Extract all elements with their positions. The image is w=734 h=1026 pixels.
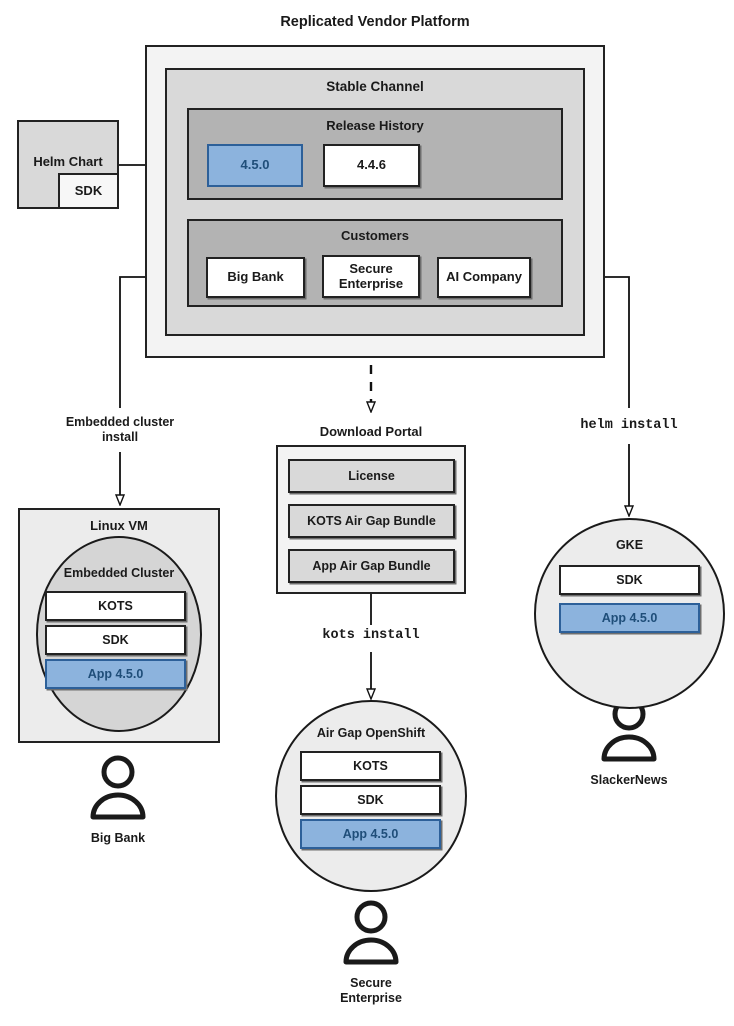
gke-component-app[interactable]: App 4.5.0 (559, 603, 700, 633)
customer-secure-enterprise[interactable]: Secure Enterprise (322, 255, 420, 298)
linux-vm-component-kots[interactable]: KOTS (45, 591, 186, 621)
customer-secure-enterprise-line2: Enterprise (338, 275, 404, 291)
customer-big-bank[interactable]: Big Bank (206, 257, 305, 298)
page-title: Replicated Vendor Platform (280, 14, 470, 30)
gke-component-sdk[interactable]: SDK (559, 565, 700, 595)
linux-vm-component-app[interactable]: App 4.5.0 (45, 659, 186, 689)
edge-label-embedded-line1: Embedded cluster (65, 415, 175, 429)
actor-secure-enterprise-line2: Enterprise (340, 991, 402, 1005)
air-gap-openshift-title: Air Gap OpenShift (316, 726, 426, 740)
release-history-label: Release History (326, 118, 424, 133)
embedded-cluster-title: Embedded Cluster (63, 566, 175, 580)
download-portal-item-kots-airgap[interactable]: KOTS Air Gap Bundle (288, 504, 455, 538)
gke-title: GKE (615, 538, 644, 552)
edge-label-kots-install: kots install (322, 628, 420, 643)
air-gap-component-sdk[interactable]: SDK (300, 785, 441, 815)
actor-secure-enterprise-line1: Secure (350, 976, 392, 990)
person-icon-secure-enterprise (343, 900, 399, 965)
air-gap-component-app[interactable]: App 4.5.0 (300, 819, 441, 849)
download-portal-title: Download Portal (319, 424, 423, 439)
customer-ai-company[interactable]: AI Company (437, 257, 531, 298)
actor-label-secure-enterprise: Secure Enterprise (296, 976, 446, 1006)
edge-label-embedded-line2: install (101, 430, 139, 444)
stable-channel-label: Stable Channel (326, 79, 424, 94)
linux-vm-title: Linux VM (90, 518, 148, 533)
customer-secure-enterprise-line1: Secure (349, 260, 393, 276)
actor-label-big-bank: Big Bank (90, 831, 146, 845)
download-portal-item-license[interactable]: License (288, 459, 455, 493)
edge-label-embedded-cluster-install: Embedded cluster install (45, 415, 195, 445)
actor-label-slackernews: SlackerNews (590, 773, 668, 787)
air-gap-component-kots[interactable]: KOTS (300, 751, 441, 781)
linux-vm-component-sdk[interactable]: SDK (45, 625, 186, 655)
release-4-4-6[interactable]: 4.4.6 (323, 144, 420, 187)
release-4-5-0[interactable]: 4.5.0 (207, 144, 303, 187)
helm-chart-sdk-box[interactable]: SDK (58, 173, 119, 209)
customers-label: Customers (341, 228, 409, 243)
edge-label-helm-install: helm install (580, 418, 678, 433)
person-icon-big-bank (90, 755, 146, 820)
download-portal-item-app-airgap[interactable]: App Air Gap Bundle (288, 549, 455, 583)
